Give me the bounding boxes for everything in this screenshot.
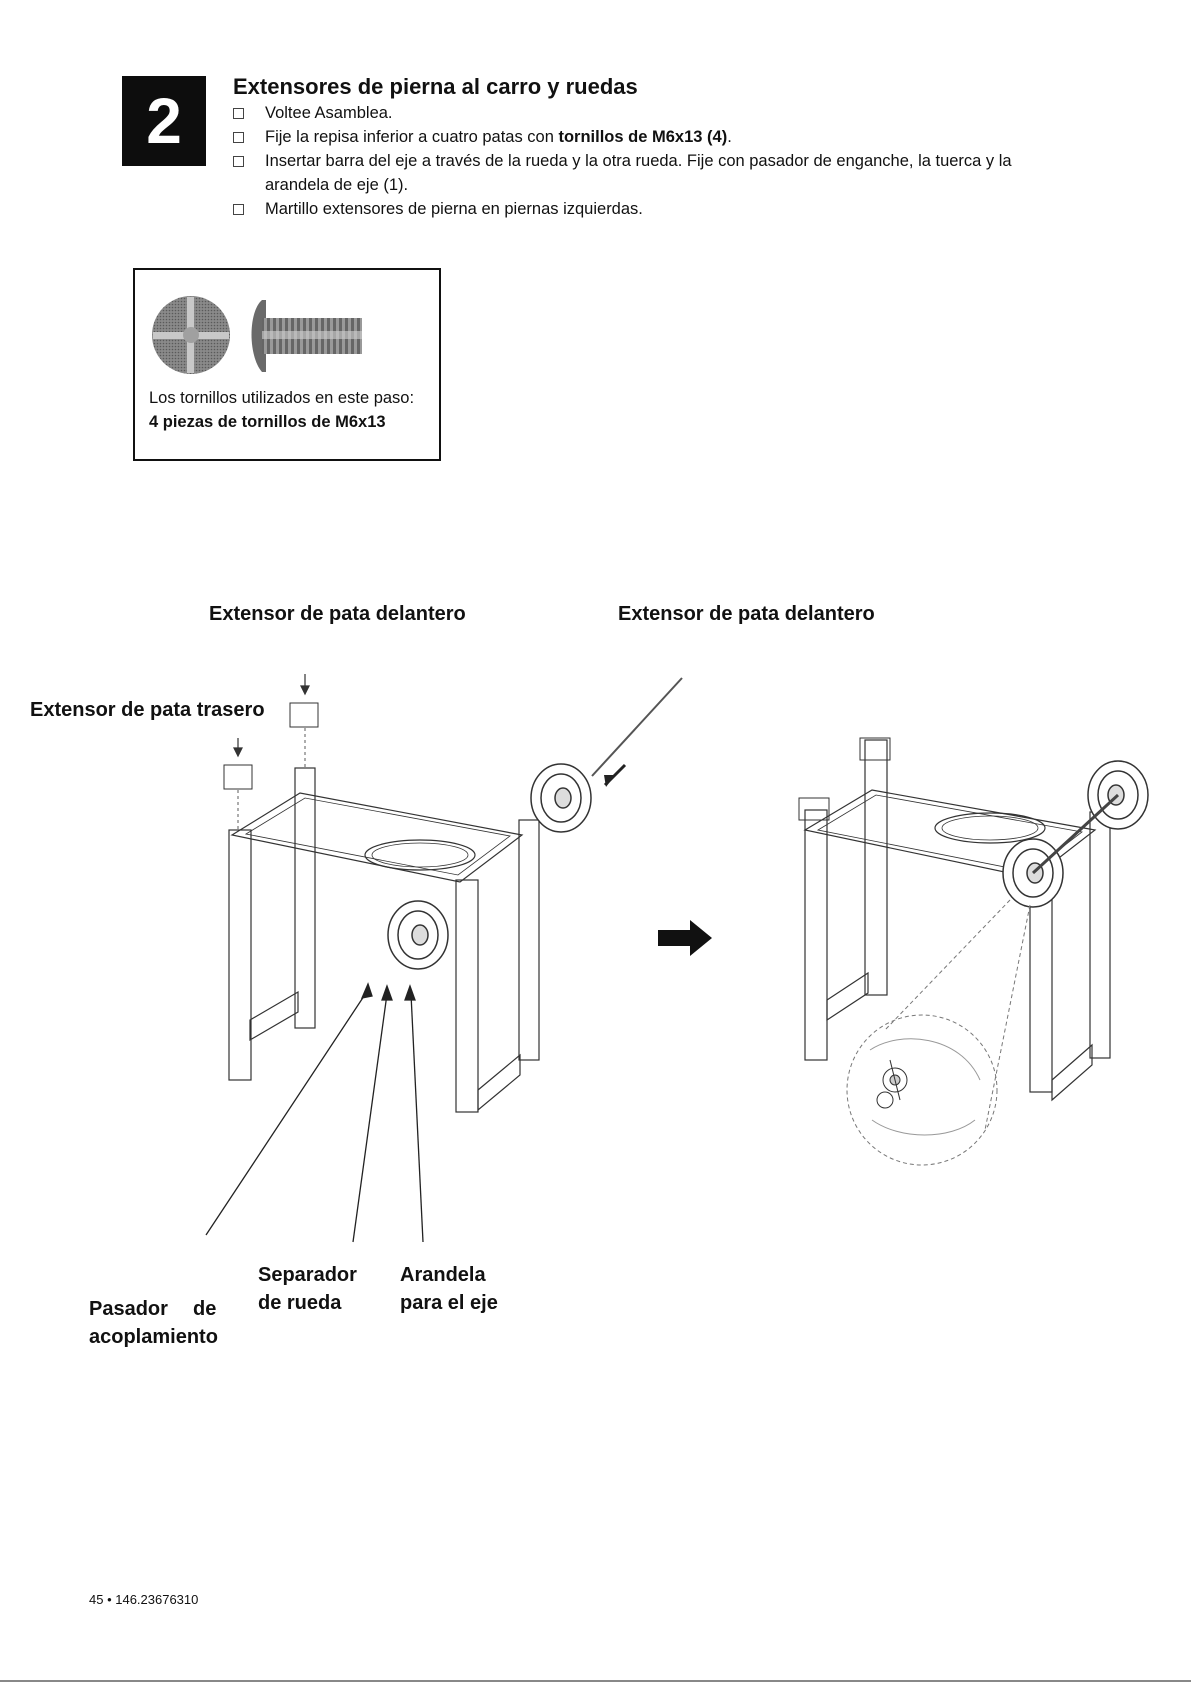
instruction-continuation: arandela de eje (1). (265, 176, 409, 194)
label-washer-2: para el eje (400, 1292, 498, 1314)
label-rear: Extensor de pata trasero (30, 699, 265, 721)
screw-side-icon (251, 300, 362, 372)
label-washer-1: Arandela (400, 1264, 486, 1286)
leader-lines (205, 982, 424, 1243)
checkbox-icon (233, 156, 244, 167)
page-footer: 45 • 146.23676310 (89, 1592, 199, 1607)
label-spacer-1: Separador (258, 1264, 357, 1286)
axle-bar (591, 677, 683, 777)
bottom-rule (0, 1680, 1191, 1682)
step-number: 2 (146, 85, 182, 157)
wheel-icon (387, 900, 449, 970)
cart-frame-left (223, 674, 540, 1113)
checkbox-icon (233, 204, 244, 215)
screw-head-icon (152, 296, 230, 374)
screw-panel-caption: Los tornillos utilizados en este paso: 4… (149, 386, 414, 434)
detail-zoom (846, 899, 1031, 1166)
instruction-list: Voltee Asamblea. Fije la repisa inferior… (233, 101, 1113, 221)
checkbox-icon (233, 108, 244, 119)
label-pin-1: Pasador (89, 1298, 168, 1320)
screw-count: 4 piezas de tornillos de M6x13 (149, 413, 386, 431)
screw-panel (133, 268, 441, 461)
instruction-item: Insertar barra del eje a través de la ru… (233, 149, 1113, 173)
checkbox-icon (233, 132, 244, 143)
screw-caption: Los tornillos utilizados en este paso: (149, 389, 415, 407)
label-pin-3: acoplamiento (89, 1326, 218, 1348)
step-number-box: 2 (122, 76, 206, 166)
step-title: Extensores de pierna al carro y ruedas (233, 74, 638, 99)
instruction-item: Fije la repisa inferior a cuatro patas c… (233, 125, 1113, 149)
label-front-right: Extensor de pata delantero (618, 603, 875, 625)
label-front-left: Extensor de pata delantero (209, 603, 466, 625)
label-spacer-2: de rueda (258, 1292, 342, 1314)
instruction-item: Martillo extensores de pierna en piernas… (233, 197, 1113, 221)
cart-frame-right (798, 737, 1111, 1102)
label-pin-2: de (193, 1298, 217, 1320)
instruction-item: Voltee Asamblea. (233, 101, 1113, 125)
wheel-icon (530, 763, 592, 833)
arrow-right-icon (658, 920, 712, 956)
